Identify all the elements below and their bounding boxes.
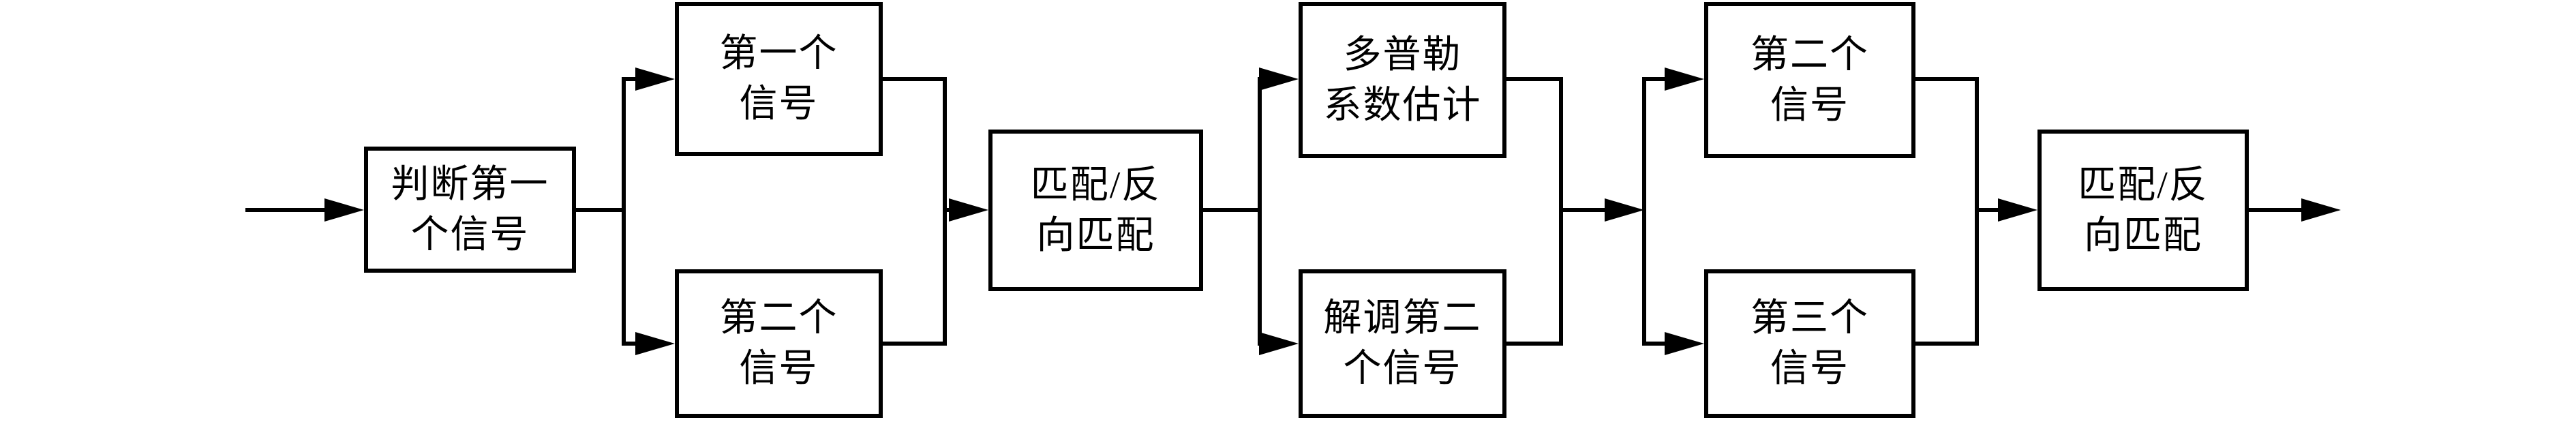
node-first-signal-label: 第一个 信号 bbox=[719, 33, 838, 125]
node-doppler-coef-estimation: 多普勒 系数估计 bbox=[1299, 2, 1506, 158]
node-match-inverse-match-1-label: 匹配/反 向匹配 bbox=[1030, 164, 1162, 257]
arrowhead-into-f bbox=[1259, 332, 1299, 355]
node-judge-first-signal-label: 判断第一 个信号 bbox=[391, 163, 549, 256]
node-third-signal: 第三个 信号 bbox=[1704, 269, 1915, 418]
arrowhead-into-g bbox=[1665, 67, 1704, 91]
node-match-inverse-match-2: 匹配/反 向匹配 bbox=[2037, 130, 2249, 291]
node-third-signal-label: 第三个 信号 bbox=[1751, 297, 1869, 390]
node-second-signal-label: 第二个 信号 bbox=[719, 297, 838, 390]
node-demodulate-second-signal-label: 解调第二 个信号 bbox=[1323, 297, 1482, 390]
node-match-inverse-match-1: 匹配/反 向匹配 bbox=[988, 130, 1203, 291]
arrowhead-into-h bbox=[1665, 332, 1704, 355]
node-second-signal: 第二个 信号 bbox=[675, 269, 883, 418]
arrowhead-output bbox=[2301, 198, 2341, 222]
node-demodulate-second-signal: 解调第二 个信号 bbox=[1299, 269, 1506, 418]
arrowhead-into-c bbox=[635, 332, 675, 355]
arrowhead-into-i bbox=[1998, 198, 2037, 222]
arrowhead-into-a bbox=[324, 198, 364, 222]
node-doppler-coef-estimation-label: 多普勒 系数估计 bbox=[1323, 33, 1482, 127]
arrowhead-into-b bbox=[635, 67, 675, 91]
node-match-inverse-match-2-label: 匹配/反 向匹配 bbox=[2078, 164, 2209, 257]
node-first-signal: 第一个 信号 bbox=[675, 2, 883, 156]
node-judge-first-signal: 判断第一 个信号 bbox=[364, 147, 576, 273]
node-second-signal-2: 第二个 信号 bbox=[1704, 2, 1915, 158]
arrowhead-into-d bbox=[949, 198, 988, 222]
node-second-signal-2-label: 第二个 信号 bbox=[1751, 33, 1869, 127]
arrowhead-merge2-split3 bbox=[1605, 198, 1644, 222]
arrowhead-into-e bbox=[1259, 67, 1299, 91]
